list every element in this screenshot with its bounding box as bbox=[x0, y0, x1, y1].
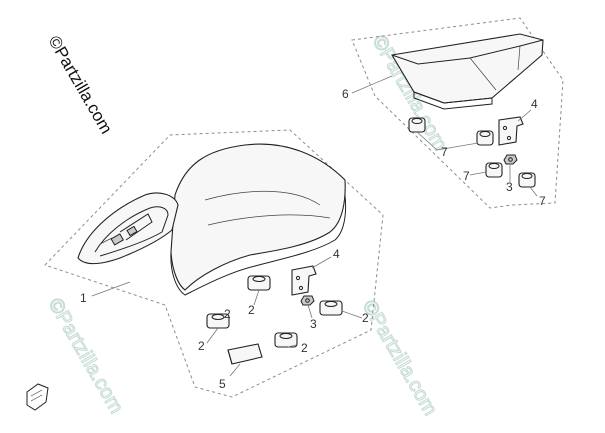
front-seat-group bbox=[44, 129, 384, 398]
front-pad bbox=[227, 343, 263, 365]
front-leaders bbox=[91, 256, 363, 377]
rubber-damper-3 bbox=[485, 162, 503, 178]
callout-damper-c: 2 bbox=[301, 341, 308, 355]
callout-damper-e: 2 bbox=[362, 311, 369, 325]
front-seat-side bbox=[170, 194, 347, 296]
watermark-bottom-left: ©Partzilla.com bbox=[44, 295, 128, 418]
rear-seat-cover-seam bbox=[469, 45, 521, 91]
callout-rubber-b: 7 bbox=[463, 169, 470, 183]
callout-damper-d: 2 bbox=[224, 307, 231, 321]
callout-front-seat: 1 bbox=[80, 291, 87, 305]
corner-logo bbox=[26, 383, 49, 411]
front-seat-group-outline bbox=[44, 129, 384, 398]
callout-damper-a: 2 bbox=[198, 339, 205, 353]
front-damper-4 bbox=[319, 300, 343, 316]
front-seat-base bbox=[77, 192, 179, 265]
callout-rubber-c: 7 bbox=[539, 194, 546, 208]
watermark-bottom-right: ©Partzilla.com bbox=[358, 297, 442, 420]
callout-numbers: 1 2 2 2 2 2 3 3 4 4 5 6 7 7 7 bbox=[80, 87, 546, 391]
rubber-damper-2 bbox=[476, 130, 494, 146]
front-nut bbox=[300, 295, 315, 306]
callout-rubber-a: 7 bbox=[441, 145, 448, 159]
rear-seat-group bbox=[351, 17, 564, 209]
rubber-damper-4 bbox=[518, 172, 536, 188]
front-seat-cushion bbox=[170, 143, 346, 291]
front-damper-2 bbox=[247, 275, 271, 291]
rear-leaders bbox=[351, 75, 538, 197]
front-seat-seam bbox=[204, 190, 321, 206]
callout-front-nut: 3 bbox=[310, 317, 317, 331]
rear-seat-cover-underside bbox=[413, 91, 493, 110]
callout-front-bracket: 4 bbox=[333, 247, 340, 261]
front-bracket bbox=[291, 265, 317, 296]
rear-seat-group-outline bbox=[351, 17, 564, 209]
front-seat-seam-2 bbox=[207, 214, 331, 226]
front-damper-3 bbox=[274, 332, 298, 348]
callout-rear-nut: 3 bbox=[506, 180, 513, 194]
watermark-logo: ©Partzilla.com bbox=[45, 33, 116, 138]
rear-nut bbox=[503, 154, 518, 165]
seat-latch bbox=[99, 213, 153, 246]
rear-bracket bbox=[498, 116, 524, 146]
front-damper-1 bbox=[206, 313, 230, 329]
callout-rear-seat: 6 bbox=[342, 87, 349, 101]
callout-rear-bracket: 4 bbox=[531, 97, 538, 111]
callout-pad: 5 bbox=[219, 377, 226, 391]
front-seat-base-inner bbox=[94, 206, 169, 257]
rubber-damper-1 bbox=[408, 117, 426, 133]
callout-damper-b: 2 bbox=[248, 303, 255, 317]
